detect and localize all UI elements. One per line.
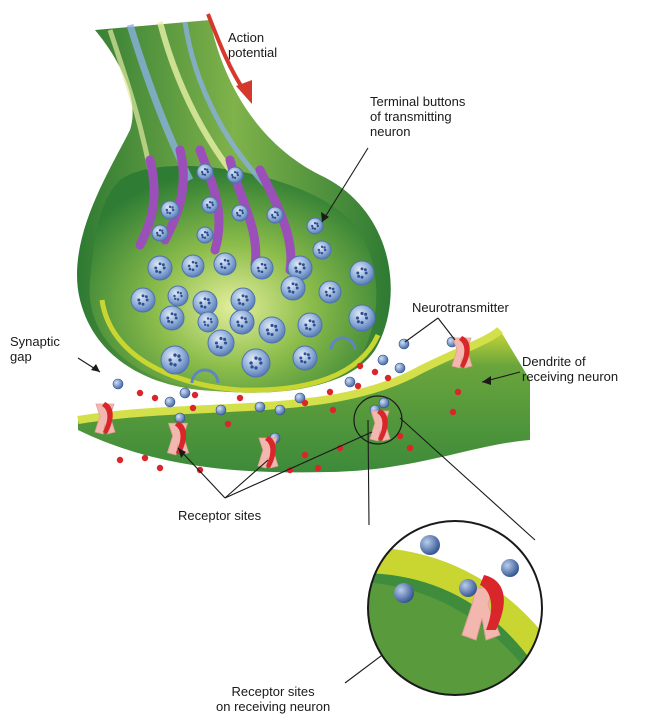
neurotransmitter-red-icon — [315, 465, 321, 471]
label-action-potential: Action potential — [228, 30, 277, 60]
neurotransmitter-blue-icon — [216, 405, 226, 415]
neurotransmitter-red-icon — [137, 390, 143, 396]
vesicle-icon — [161, 201, 179, 219]
label-synaptic-gap: Synaptic gap — [10, 334, 60, 364]
neurotransmitter-red-icon — [225, 421, 231, 427]
neurotransmitter-red-icon — [385, 375, 391, 381]
vesicle-icon — [293, 346, 317, 370]
vesicle-icon — [281, 276, 305, 300]
vesicle-icon — [230, 310, 254, 334]
vesicle-icon — [298, 313, 322, 337]
neurotransmitter-blue-icon — [175, 413, 185, 423]
vesicle-icon — [319, 281, 341, 303]
vesicle-icon — [202, 197, 218, 213]
vesicle-icon — [131, 288, 155, 312]
neurotransmitter-red-icon — [302, 400, 308, 406]
vesicle-icon — [208, 330, 234, 356]
label-receptor-sites-receiving: Receptor sites on receiving neuron — [216, 684, 330, 714]
neurotransmitter-blue-icon — [378, 355, 388, 365]
neurotransmitter-blue-icon — [395, 363, 405, 373]
vesicle-icon — [313, 241, 331, 259]
neurotransmitter-blue-icon — [113, 379, 123, 389]
neurotransmitter-red-icon — [407, 445, 413, 451]
neurotransmitter-red-icon — [357, 363, 363, 369]
neurotransmitter-blue-icon — [180, 388, 190, 398]
label-dendrite: Dendrite of receiving neuron — [522, 354, 618, 384]
vesicle-icon — [214, 253, 236, 275]
neurotransmitter-red-icon — [327, 389, 333, 395]
neurotransmitter-red-icon — [372, 369, 378, 375]
neurotransmitter-blue-icon — [345, 377, 355, 387]
vesicle-icon — [148, 256, 172, 280]
neurotransmitter-red-icon — [450, 409, 456, 415]
label-terminal-buttons: Terminal buttons of transmitting neuron — [370, 94, 465, 139]
vesicle-icon — [197, 164, 213, 180]
neurotransmitter-blue-icon — [165, 397, 175, 407]
vesicle-icon — [350, 261, 374, 285]
neurotransmitter-red-icon — [455, 389, 461, 395]
neurotransmitter-red-icon — [117, 457, 123, 463]
vesicle-icon — [307, 218, 323, 234]
vesicle-icon — [197, 227, 213, 243]
vesicle-icon — [168, 286, 188, 306]
neurotransmitter-red-icon — [302, 452, 308, 458]
neurotransmitter-red-icon — [355, 383, 361, 389]
vesicle-icon — [232, 205, 248, 221]
vesicle-icon — [152, 225, 168, 241]
neurotransmitter-red-icon — [157, 465, 163, 471]
neurotransmitter-red-icon — [237, 395, 243, 401]
neurotransmitter-blue-icon — [255, 402, 265, 412]
neurotransmitter-blue-icon — [379, 398, 389, 408]
vesicle-icon — [182, 255, 204, 277]
neurotransmitter-red-icon — [330, 407, 336, 413]
vesicle-icon — [193, 291, 217, 315]
neurotransmitter-red-icon — [152, 395, 158, 401]
vesicle-icon — [259, 317, 285, 343]
neurotransmitter-blue-icon — [275, 405, 285, 415]
neurotransmitter-red-icon — [142, 455, 148, 461]
vesicle-icon — [161, 346, 189, 374]
neurotransmitter-red-icon — [197, 467, 203, 473]
label-receptor-sites: Receptor sites — [178, 508, 261, 523]
neurotransmitter-red-icon — [192, 392, 198, 398]
vesicle-icon — [227, 167, 243, 183]
vesicle-icon — [231, 288, 255, 312]
label-neurotransmitter: Neurotransmitter — [412, 300, 509, 315]
zoom-inset — [360, 515, 560, 715]
vesicle-icon — [198, 312, 218, 332]
neurotransmitter-red-icon — [190, 405, 196, 411]
vesicle-icon — [251, 257, 273, 279]
vesicle-icon — [242, 349, 270, 377]
vesicle-icon — [160, 306, 184, 330]
vesicle-icon — [267, 207, 283, 223]
vesicle-icon — [349, 305, 375, 331]
